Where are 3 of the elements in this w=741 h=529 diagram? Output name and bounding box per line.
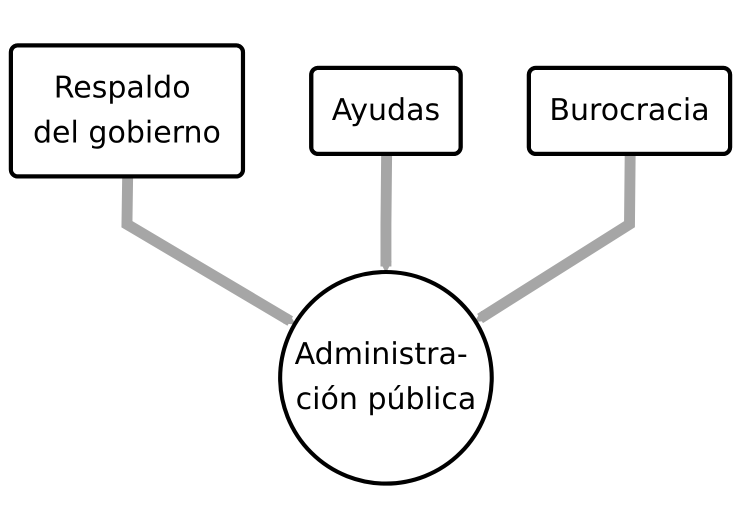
arrow <box>121 177 296 326</box>
node-circle: Administra- ción pública <box>278 270 494 486</box>
arrow <box>474 154 636 324</box>
